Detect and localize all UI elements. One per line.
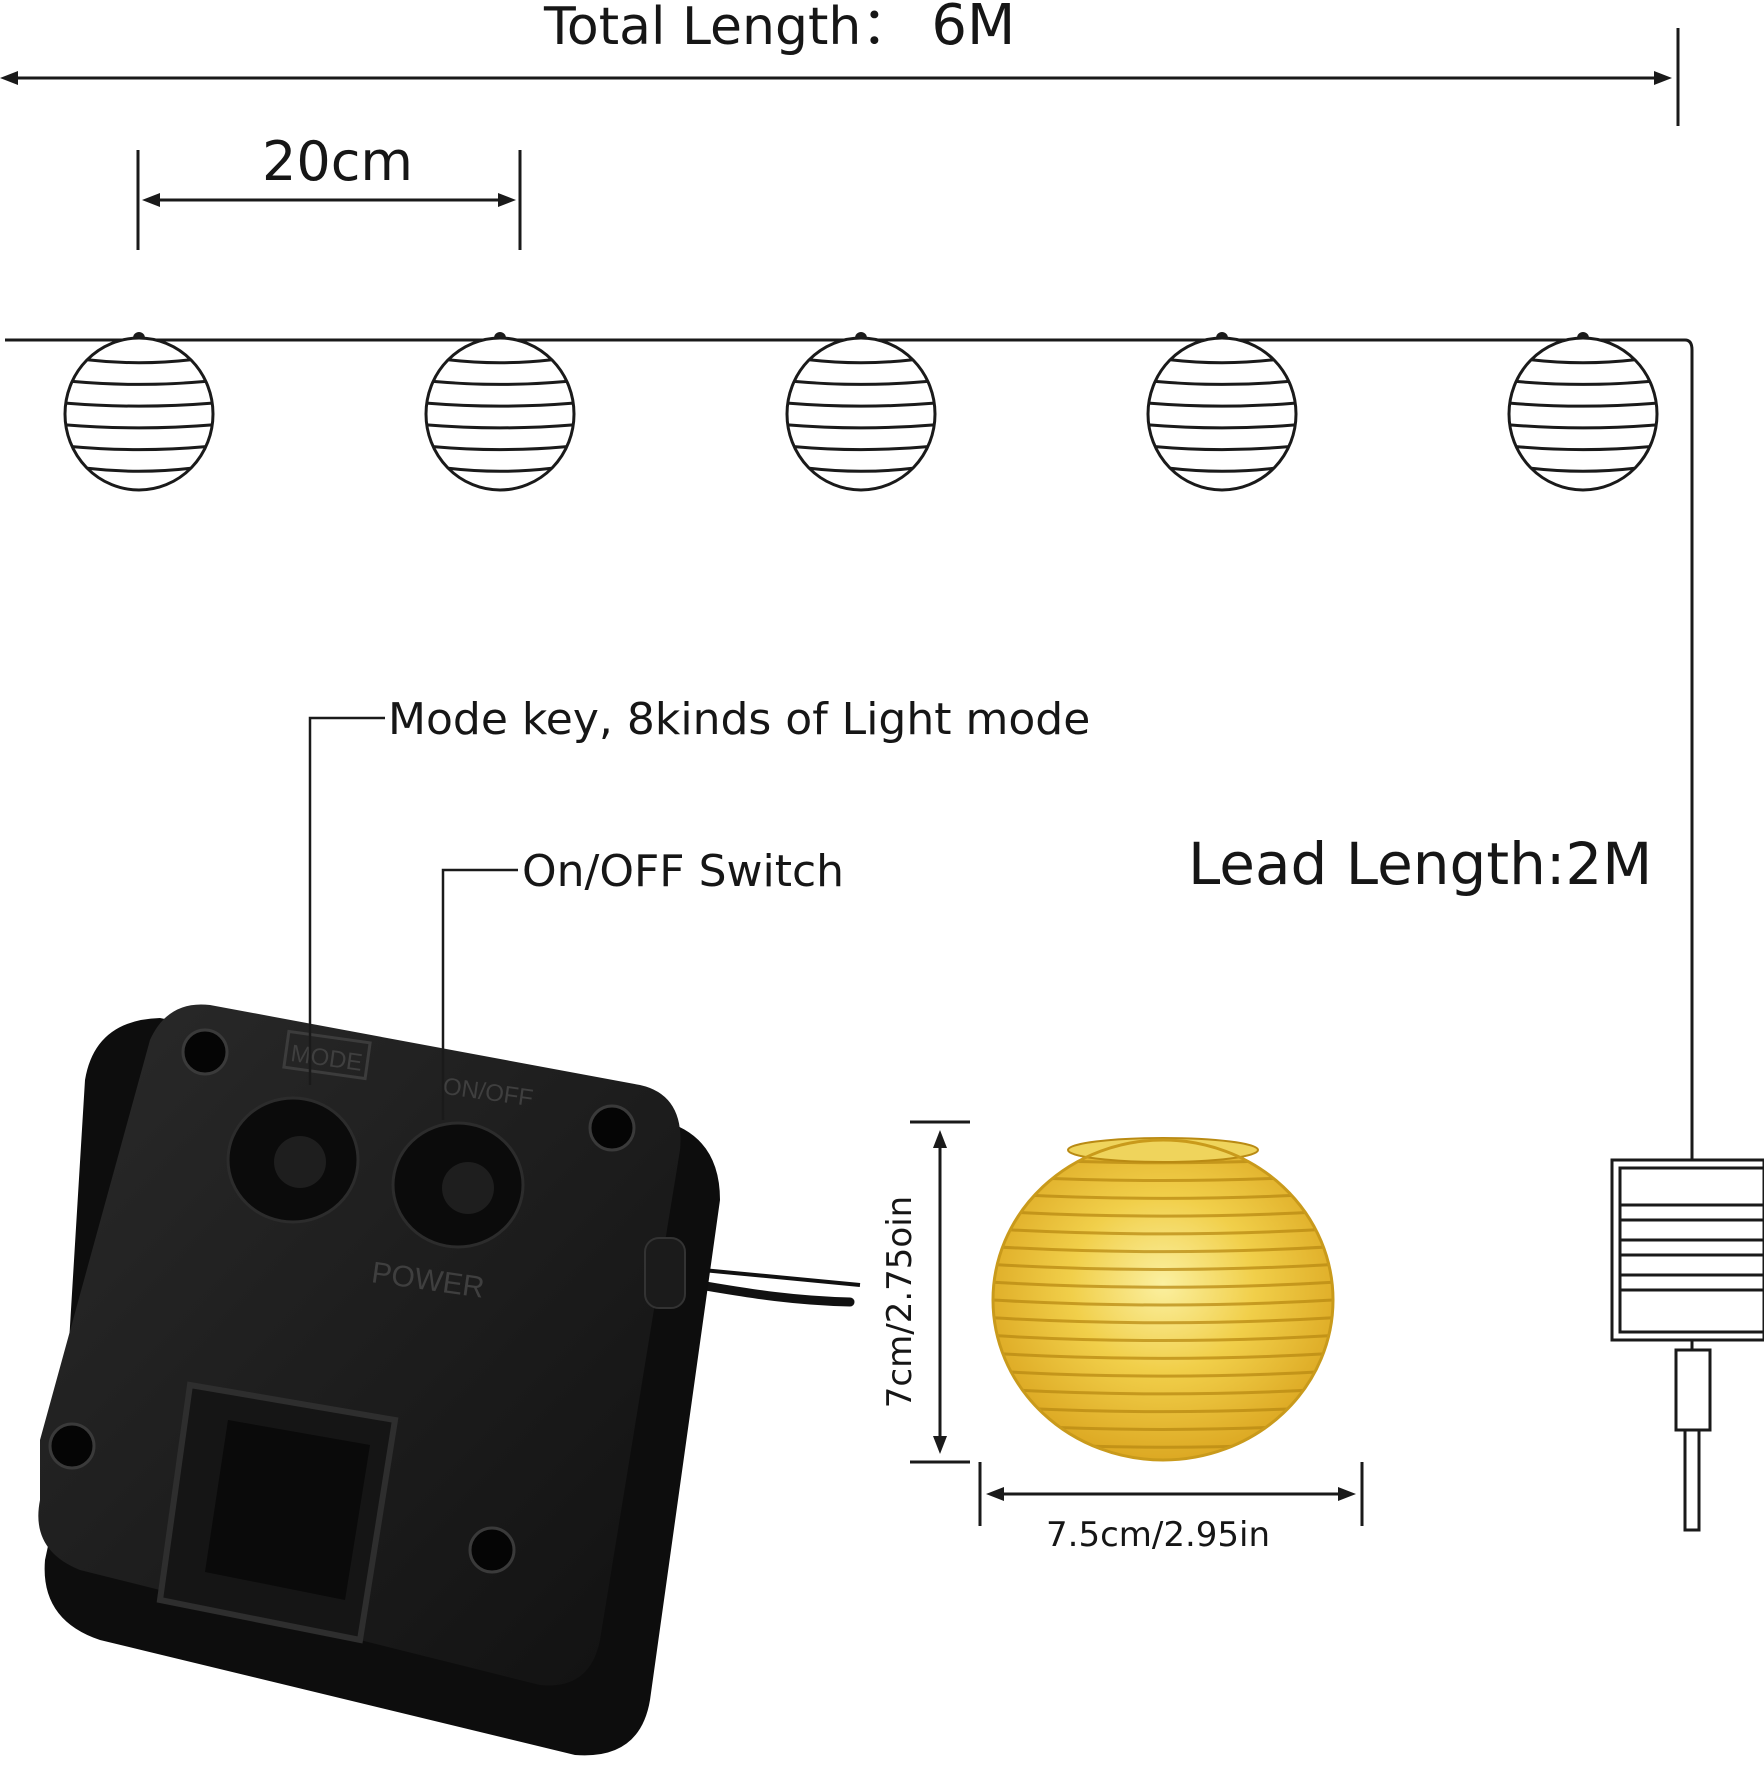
solar-controller-box: MODE ON/OFF POWER: [38, 1004, 861, 1756]
total-length-label: Total Length： 6M: [544, 0, 1015, 59]
callout-leaders: [308, 716, 518, 1120]
total-length-label-text: Total Length：: [544, 0, 914, 57]
lantern-outline-icon: [1507, 332, 1659, 492]
mode-key-callout: Mode key, 8kinds of Light mode: [388, 694, 1091, 745]
total-length-dimension: [0, 28, 1680, 126]
spacing-dimension: [136, 150, 522, 250]
total-length-value: 6M: [931, 0, 1016, 58]
lead-length-label: Lead Length:2M: [1188, 830, 1653, 898]
lantern-outline-icon: [424, 332, 576, 492]
lantern-height-dimension: [910, 1120, 970, 1464]
lantern-row: [63, 332, 1659, 492]
lantern-height-label: 7cm/2.75oin: [880, 1195, 920, 1409]
lantern-outline-icon: [63, 332, 215, 492]
lantern-width-label: 7.5cm/2.95in: [1046, 1515, 1271, 1555]
lantern-outline-icon: [785, 332, 937, 492]
lantern-width-dimension: [978, 1462, 1364, 1526]
spacing-label: 20cm: [262, 130, 414, 193]
lantern-outline-icon: [1146, 332, 1298, 492]
connector-plug-icon: [1610, 1158, 1764, 1532]
lantern-photo: [991, 1137, 1335, 1462]
switch-callout: On/OFF Switch: [522, 846, 845, 897]
